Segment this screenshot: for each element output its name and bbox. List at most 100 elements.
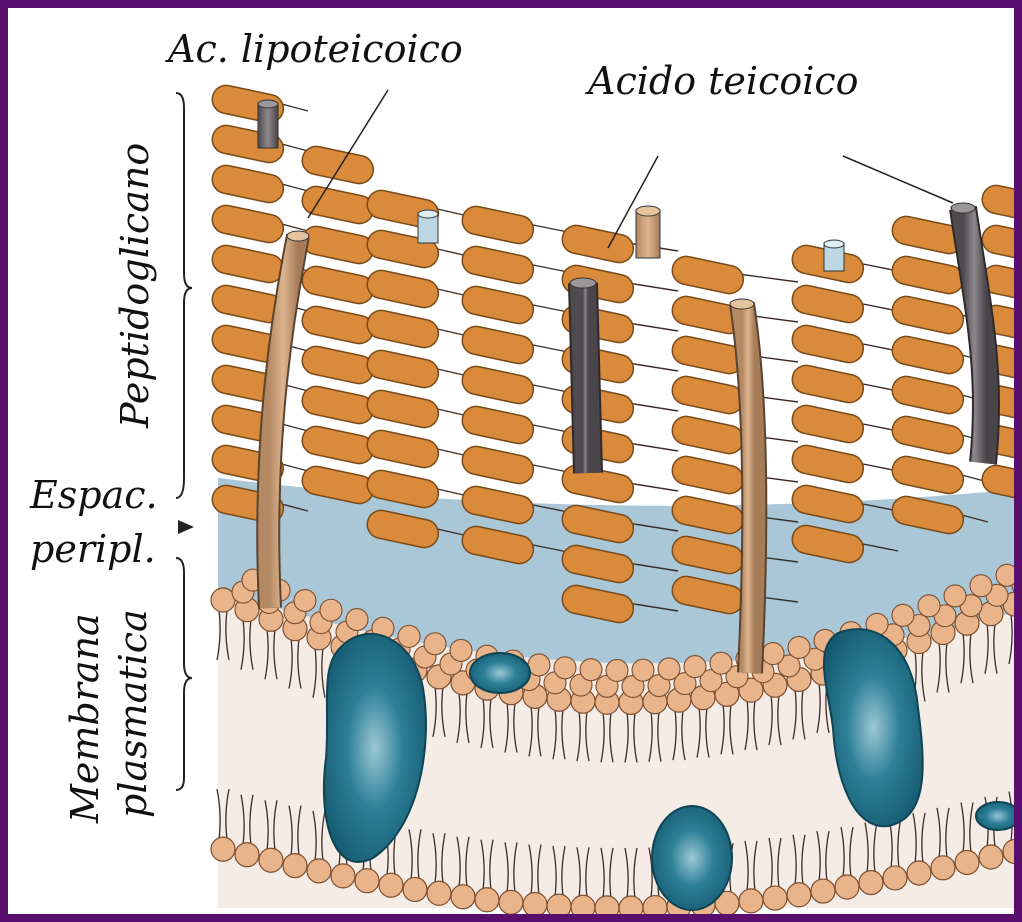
lipid-head [523, 892, 547, 916]
glycan-unit [365, 308, 441, 350]
lipid-head [918, 595, 940, 617]
lipid-head [211, 588, 235, 612]
lipid-head [787, 883, 811, 907]
glycan-unit [460, 404, 536, 446]
glycan-unit [890, 294, 966, 336]
glycan-unit [300, 144, 376, 186]
glycan-unit [460, 204, 536, 246]
lipid-head [554, 657, 576, 679]
lipid-head [528, 654, 550, 676]
glycan-unit [460, 324, 536, 366]
lipoteichoic-label: Ac. lipoteicoico [168, 30, 463, 68]
lipid-head [331, 864, 355, 888]
lipid-head [658, 658, 680, 680]
lipid-head [211, 837, 235, 861]
glycan-unit [890, 454, 966, 496]
glycan-unit [670, 254, 746, 296]
lipid-head [475, 888, 499, 912]
glycan-unit [365, 268, 441, 310]
lipid-head [294, 590, 316, 612]
teichoic-label: Acido teicoico [588, 62, 859, 100]
lipid-head [907, 861, 931, 885]
peptidoglycan-label: Peptidoglicano [116, 143, 154, 428]
membrane-label-line2: plasmatica [114, 609, 152, 818]
glycan-unit [460, 284, 536, 326]
lipid-head [931, 856, 955, 880]
lipid-head [499, 890, 523, 914]
glycan-unit [300, 344, 376, 386]
membrane-protein [470, 653, 530, 693]
glycan-unit [460, 364, 536, 406]
glycan-unit [460, 244, 536, 286]
lipid-head [979, 845, 1003, 869]
lipid-head [379, 873, 403, 897]
membrane-protein [652, 806, 732, 910]
lipid-head [235, 843, 259, 867]
glycan-unit [890, 334, 966, 376]
glycan-unit [670, 454, 746, 496]
lipid-head [632, 659, 654, 681]
glycan-unit [560, 223, 636, 265]
lipid-head [320, 599, 342, 621]
glycan-unit [790, 443, 866, 485]
glycan-unit [790, 363, 866, 405]
lipid-head [762, 643, 784, 665]
lipid-head [763, 886, 787, 910]
cell-wall-diagram [8, 8, 1022, 922]
lipid-head [427, 881, 451, 905]
lipid-head [307, 859, 331, 883]
lipid-head [595, 896, 619, 920]
glycan-unit [980, 223, 1022, 265]
glycan-unit [300, 304, 376, 346]
glycan-unit [890, 374, 966, 416]
lipid-head [571, 895, 595, 919]
lipid-head [403, 877, 427, 901]
lipid-head [346, 609, 368, 631]
lipid-head [811, 879, 835, 903]
glycan-unit [300, 424, 376, 466]
glycan-unit [460, 444, 536, 486]
glycan-unit [790, 403, 866, 445]
lipid-head [739, 889, 763, 913]
glycan-unit [980, 183, 1022, 225]
lipid-head [710, 652, 732, 674]
glycan-unit [890, 414, 966, 456]
glycan-unit [790, 323, 866, 365]
lipid-head [970, 575, 992, 597]
lipid-head [1003, 839, 1022, 863]
lipid-head [892, 604, 914, 626]
glycan-unit [365, 348, 441, 390]
lipid-head [955, 850, 979, 874]
glycan-unit [300, 224, 376, 266]
lipid-head [606, 659, 628, 681]
membrane-label-line1: Membrana [66, 613, 104, 823]
lipid-head [450, 639, 472, 661]
glycan-unit [300, 384, 376, 426]
lipid-head [883, 866, 907, 890]
lipid-head [944, 585, 966, 607]
periplasm-arrow [178, 520, 194, 534]
glycan-unit [670, 414, 746, 456]
label-brackets [176, 93, 192, 790]
glycan-unit [300, 184, 376, 226]
lipid-head [398, 625, 420, 647]
lipid-head [643, 896, 667, 920]
lipid-head [424, 633, 446, 655]
lipid-head [451, 885, 475, 909]
lipid-head [580, 659, 602, 681]
lipid-head [859, 871, 883, 895]
glycan-unit [210, 163, 286, 205]
glycan-unit [890, 254, 966, 296]
lipid-head [259, 848, 283, 872]
lipid-head [355, 869, 379, 893]
lipid-head [996, 564, 1018, 586]
membrane-protein [976, 802, 1020, 830]
periplasm-label-line1: Espac. [30, 476, 158, 514]
periplasm-label-line2: peripl. [30, 530, 156, 568]
glycan-unit [790, 283, 866, 325]
glycan-unit [210, 203, 286, 245]
lipid-head [835, 875, 859, 899]
lipid-head [788, 636, 810, 658]
lipid-head [619, 896, 643, 920]
